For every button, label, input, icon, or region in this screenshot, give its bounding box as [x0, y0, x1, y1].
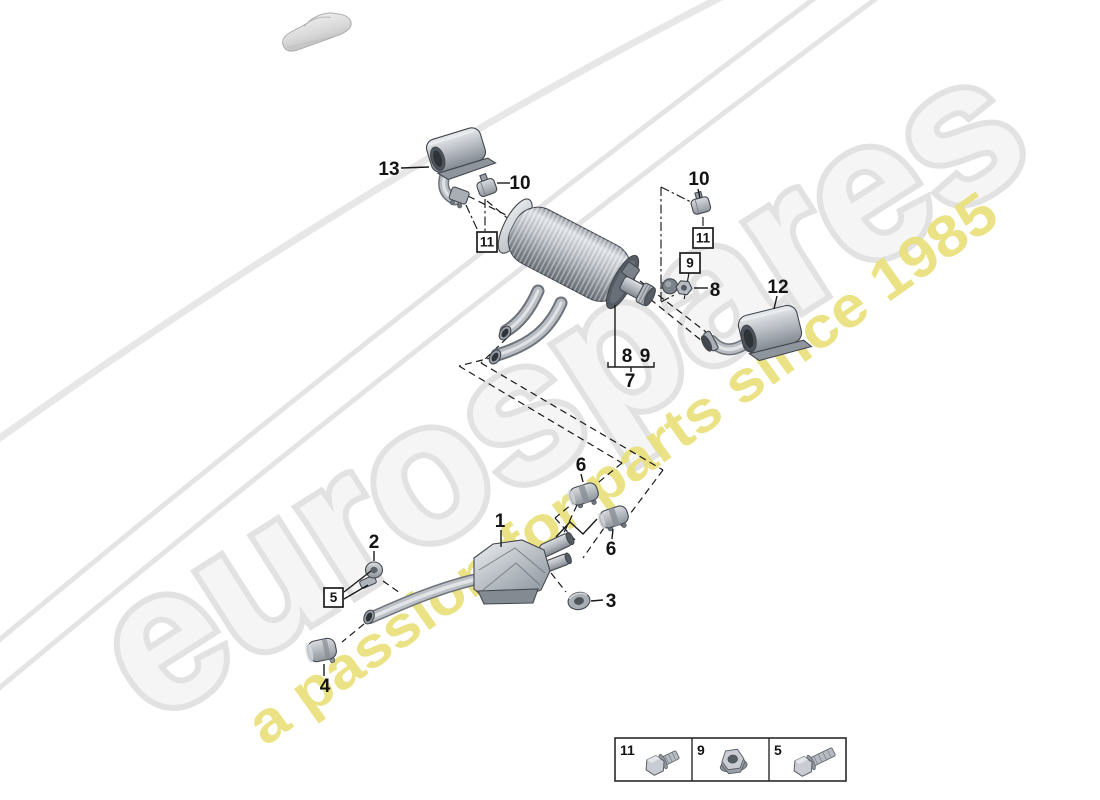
callout-8: 8	[710, 280, 721, 301]
callout-leader-lines	[323, 166, 778, 676]
legend-ref-5: 5	[774, 742, 782, 758]
rear-silencer	[497, 198, 656, 310]
callout-7: 7	[625, 371, 636, 392]
boxed-callout-9: 9	[686, 256, 694, 271]
callout-8-bracket: 8	[622, 346, 633, 367]
clamp-10-left	[476, 172, 498, 198]
watermark-brand-text: eurospares	[57, 11, 1060, 760]
clamp-2	[359, 561, 384, 589]
callout-10-left: 10	[509, 173, 530, 194]
clamp-6-upper	[567, 482, 599, 509]
callout-13: 13	[378, 159, 399, 180]
callout-3: 3	[606, 591, 617, 612]
hex-bolt-long-icon	[793, 747, 836, 777]
boxed-callout-5-box	[323, 587, 344, 608]
callout-6-lower: 6	[606, 539, 617, 560]
background-swoosh	[0, 0, 879, 691]
gasket-ring-3	[567, 591, 591, 611]
pipe-inlet-flange	[700, 330, 719, 352]
callout-2: 2	[369, 532, 380, 553]
tailpipe-right	[700, 304, 813, 362]
boxed-callout-9-box	[679, 252, 701, 274]
boxed-callout-5: 5	[330, 590, 338, 605]
fastener-legend: 11 9 5	[614, 737, 847, 782]
callout-10-right: 10	[688, 169, 709, 190]
boxed-callout-11-right-box	[692, 227, 714, 249]
hex-bolt-icon	[645, 750, 680, 776]
callout-1: 1	[495, 511, 506, 532]
legend-ref-11: 11	[620, 742, 635, 758]
car-silhouette-icon	[282, 12, 352, 52]
legend-ref-9: 9	[697, 742, 705, 758]
callout-labels: 13 10 10 8 12 8 9 7 6 6 1 2 3 4	[320, 159, 789, 697]
clamp-6-lower	[597, 505, 629, 532]
pipe-sleeve	[448, 186, 470, 209]
flange-nut-icon	[719, 748, 748, 775]
callout-9-bracket: 9	[640, 346, 651, 367]
clamp-4	[305, 637, 337, 663]
watermark-brand: eurospares	[51, 5, 1066, 766]
callout-4: 4	[320, 676, 331, 697]
mount-stud-8	[660, 278, 693, 296]
boxed-callout-11-left: 11	[480, 235, 495, 250]
rear-silencer-pipes	[488, 284, 568, 365]
callout-6-upper: 6	[576, 455, 587, 476]
boxed-callout-11-right: 11	[696, 231, 711, 246]
tailpipe-left	[425, 127, 497, 209]
boxed-callouts: 11 11 9 5	[323, 227, 714, 608]
boxed-callout-11-left-box	[476, 231, 498, 253]
front-silencer-assembly	[363, 531, 575, 625]
callout-12: 12	[767, 277, 788, 298]
